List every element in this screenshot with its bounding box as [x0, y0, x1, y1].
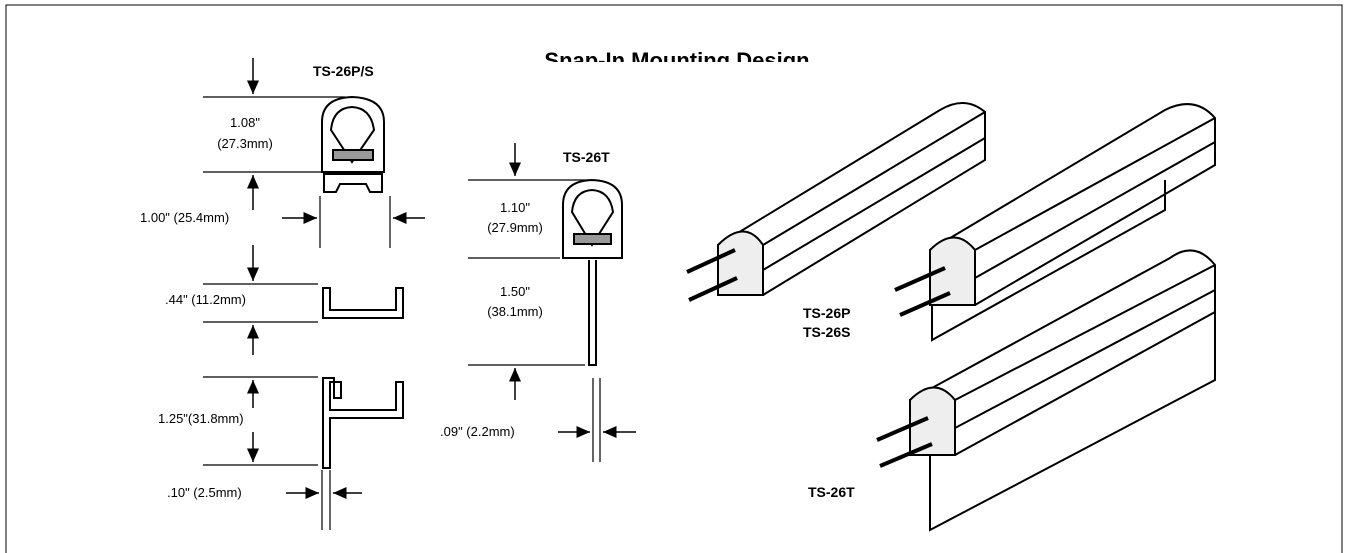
diagram-title: Snap-In Mounting Design — [544, 48, 809, 73]
ts26ps-label: TS-26P/S — [313, 63, 374, 79]
frame-border — [5, 4, 1343, 553]
ts26ps-height-mm: (27.3mm) — [217, 136, 273, 151]
ts26t-head-profile — [562, 178, 623, 366]
ts26t-label: TS-26T — [563, 149, 610, 165]
ts26t-thickness-label: .09" (2.2mm) — [440, 424, 515, 439]
ts26t-stem-mm: (38.1mm) — [487, 304, 543, 319]
iso-ts26p-label: TS-26P — [803, 305, 850, 321]
iso-ts26p-rail — [686, 102, 986, 302]
iso-ts26t-label: TS-26T — [808, 484, 855, 500]
iso-ts26s-label: TS-26S — [803, 324, 850, 340]
ts26ps-profile-group: TS-26P/S 1.08" (27.3mm) 1.00" (25.4mm) .… — [140, 58, 425, 530]
ts26ps-bracket-profile — [322, 377, 404, 469]
iso-ts26t-rail — [876, 249, 1216, 532]
ts26t-height-mm: (27.9mm) — [487, 220, 543, 235]
ts26t-height-in: 1.10" — [500, 200, 530, 215]
ts26ps-channel-profile — [322, 287, 404, 319]
ts26ps-head-profile — [321, 95, 385, 193]
ts26t-profile-group: TS-26T 1.10" (27.9mm) 1.50" (38.1mm) .09… — [440, 143, 636, 462]
ts26ps-thickness-label: .10" (2.5mm) — [167, 485, 242, 500]
ts26ps-bracket-label: 1.25"(31.8mm) — [158, 411, 244, 426]
ts26ps-channel-label: .44" (11.2mm) — [165, 292, 246, 307]
ts26ps-width-label: 1.00" (25.4mm) — [140, 210, 229, 225]
iso-ts26p-second-rail — [894, 103, 1216, 342]
ts26t-stem-in: 1.50" — [500, 284, 530, 299]
ts26ps-height-in: 1.08" — [230, 115, 260, 130]
